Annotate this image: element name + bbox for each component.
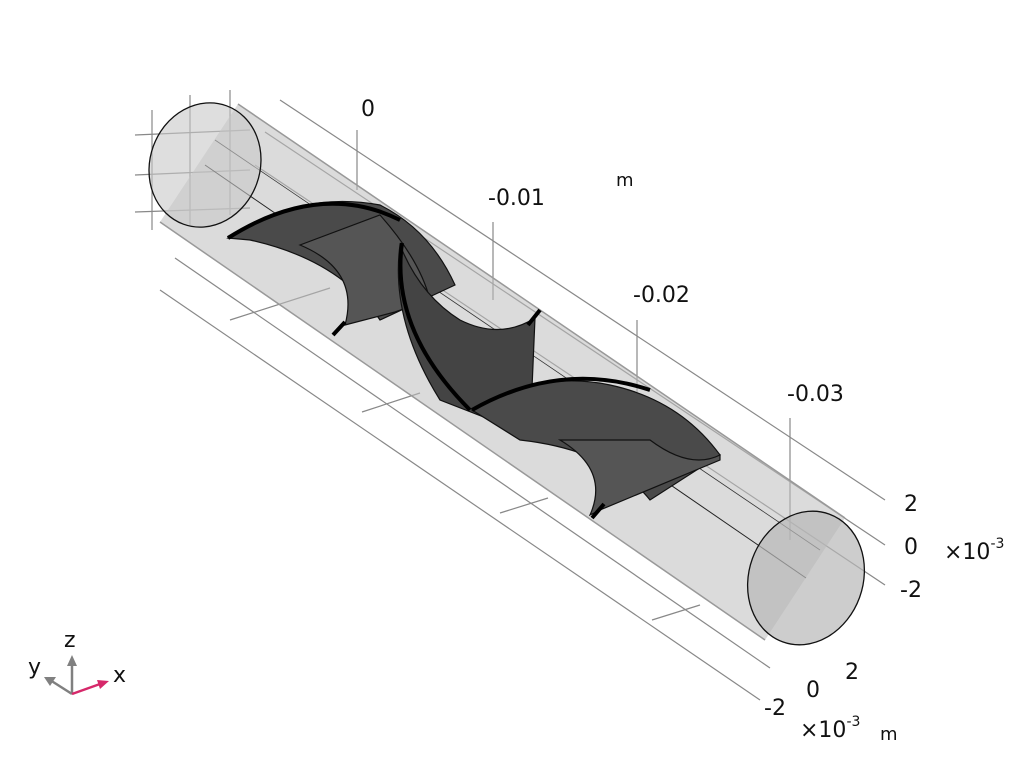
triad-y-arrow bbox=[49, 678, 73, 696]
pipe-bottom-edge bbox=[159, 221, 766, 641]
axis-triad bbox=[44, 655, 109, 696]
z-scale-exponent: -3 bbox=[990, 536, 1005, 552]
triad-x-arrowhead bbox=[97, 680, 109, 689]
x-axis-unit: m bbox=[616, 170, 634, 191]
z-tick-label: 0 bbox=[904, 535, 918, 560]
blade-edge bbox=[590, 502, 606, 520]
x-tick-label: -0.02 bbox=[633, 283, 690, 308]
pipe-outlet-face bbox=[746, 510, 866, 646]
blade-edge bbox=[226, 201, 401, 240]
z-axis-scale: ×10-3 bbox=[944, 536, 1004, 565]
mixer-blades bbox=[226, 200, 721, 517]
y-axis-unit: m bbox=[880, 724, 898, 745]
y-scale-exponent: -3 bbox=[846, 714, 861, 730]
triad-x-label: x bbox=[113, 663, 127, 688]
x-tick-label: -0.01 bbox=[488, 186, 545, 211]
blade-edge bbox=[526, 308, 542, 327]
z-scale-base: ×10 bbox=[944, 540, 991, 565]
mixer-blade bbox=[397, 242, 536, 436]
mixer-blade bbox=[298, 214, 431, 326]
mixer-blade bbox=[557, 439, 721, 517]
triad-x-arrow bbox=[71, 682, 101, 696]
y-tick-label: -2 bbox=[764, 696, 786, 721]
blade-edge bbox=[331, 320, 347, 337]
y-tick-label: 0 bbox=[806, 678, 820, 703]
triad-z-arrowhead bbox=[67, 655, 77, 666]
y-tick-label: 2 bbox=[845, 660, 859, 685]
triad-y-label: y bbox=[28, 655, 42, 680]
z-tick-label: -2 bbox=[900, 578, 922, 603]
y-axis-scale: ×10-3 bbox=[800, 714, 860, 743]
x-tick-label: -0.03 bbox=[787, 382, 844, 407]
blade-edge bbox=[398, 242, 472, 412]
z-tick-label: 2 bbox=[904, 492, 918, 517]
y-scale-base: ×10 bbox=[800, 718, 847, 743]
blade-edge bbox=[471, 376, 651, 412]
triad-z-label: z bbox=[64, 628, 76, 653]
pipe-inlet-face bbox=[148, 102, 262, 228]
triad-y-arrowhead bbox=[44, 677, 56, 686]
pipe-top-edge bbox=[237, 103, 846, 519]
blade-edges bbox=[226, 201, 651, 520]
x-tick-label: 0 bbox=[361, 97, 375, 122]
